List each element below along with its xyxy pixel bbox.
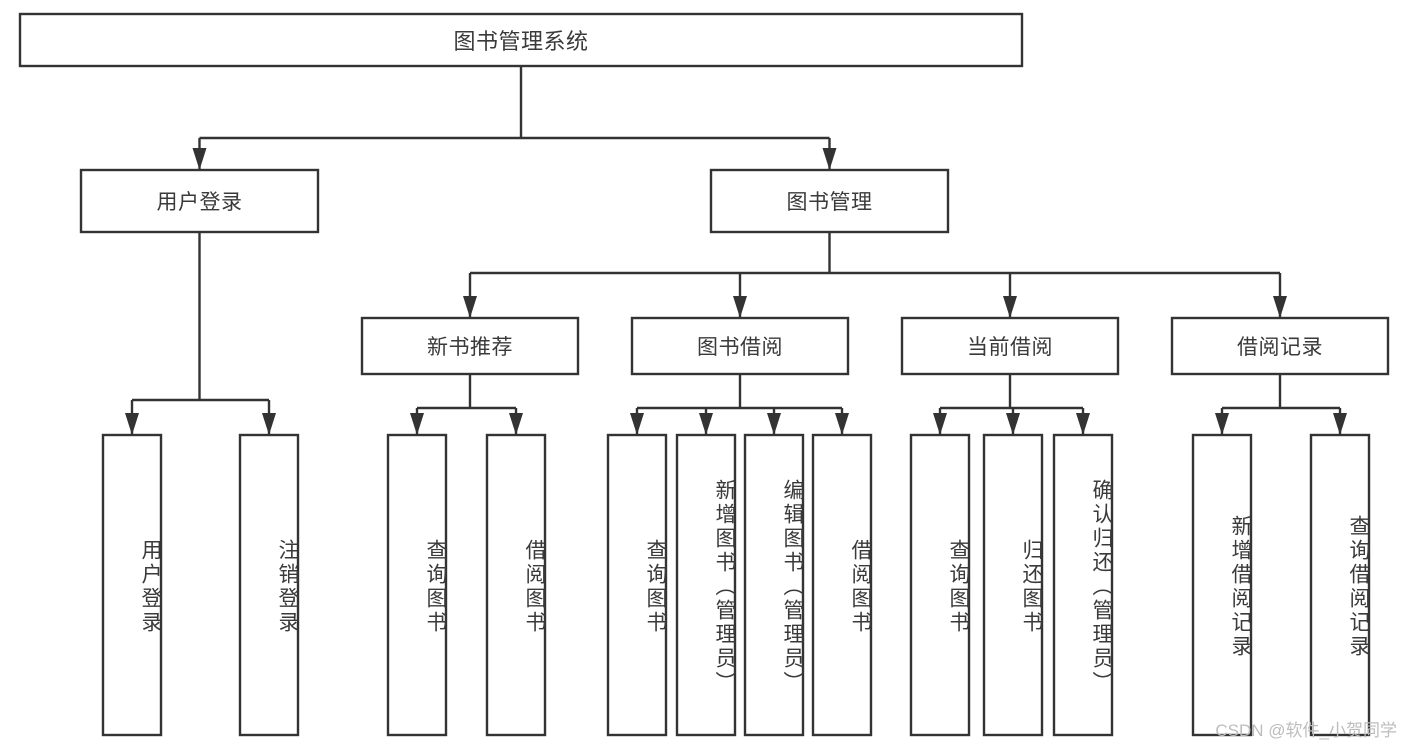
arrowhead-leaf-query-borrow-record: [1333, 413, 1347, 435]
node-box-leaf-borrow-book[interactable]: [811, 433, 873, 737]
arrowhead-leaf-add-borrow-record: [1215, 413, 1229, 435]
box-layer: [18, 12, 1390, 737]
watermark-text: CSDN @软件_小贺同学: [1215, 721, 1397, 740]
node-box-root[interactable]: [18, 12, 1024, 68]
arrowhead-leaf-query-book-current: [933, 413, 947, 435]
node-box-new-book-recommend[interactable]: [360, 316, 580, 376]
arrowhead-new-book-recommend: [463, 296, 477, 318]
arrowhead-leaf-borrow-book-recommend: [509, 413, 523, 435]
node-box-leaf-query-book-current[interactable]: [909, 433, 971, 737]
arrowhead-leaf-confirm-return-admin: [1076, 413, 1090, 435]
node-box-leaf-confirm-return-admin[interactable]: [1052, 433, 1114, 737]
node-box-leaf-edit-book-admin[interactable]: [743, 433, 805, 737]
node-box-leaf-query-book-borrow[interactable]: [606, 433, 668, 737]
node-box-borrow-record[interactable]: [1170, 316, 1390, 376]
node-box-leaf-add-book-admin[interactable]: [675, 433, 737, 737]
node-box-leaf-query-book-recommend[interactable]: [386, 433, 448, 737]
node-box-current-borrow[interactable]: [900, 316, 1120, 376]
arrowhead-current-borrow: [1003, 296, 1017, 318]
arrowhead-book-borrow: [733, 296, 747, 318]
node-box-leaf-logout[interactable]: [238, 433, 300, 737]
arrowhead-leaf-query-book-recommend: [410, 413, 424, 435]
arrowhead-leaf-return-book: [1006, 413, 1020, 435]
connector-layer: [125, 66, 1347, 435]
arrowhead-leaf-query-book-borrow: [630, 413, 644, 435]
arrowhead-book-management: [822, 148, 837, 170]
arrowhead-leaf-add-book-admin: [699, 413, 713, 435]
arrowhead-leaf-edit-book-admin: [767, 413, 781, 435]
node-box-book-borrow[interactable]: [630, 316, 850, 376]
arrowhead-user-login: [192, 148, 207, 170]
node-box-leaf-borrow-book-recommend[interactable]: [485, 433, 547, 737]
node-box-leaf-user-login[interactable]: [101, 433, 163, 737]
node-box-user-login[interactable]: [79, 168, 320, 234]
node-box-leaf-add-borrow-record[interactable]: [1191, 433, 1253, 737]
node-box-leaf-return-book[interactable]: [982, 433, 1044, 737]
arrowhead-leaf-borrow-book: [835, 413, 849, 435]
arrowhead-leaf-user-login: [125, 413, 139, 435]
arrowhead-leaf-logout: [262, 413, 276, 435]
arrowhead-borrow-record: [1273, 296, 1287, 318]
node-box-book-management[interactable]: [709, 168, 950, 234]
node-box-leaf-query-borrow-record[interactable]: [1309, 433, 1371, 737]
